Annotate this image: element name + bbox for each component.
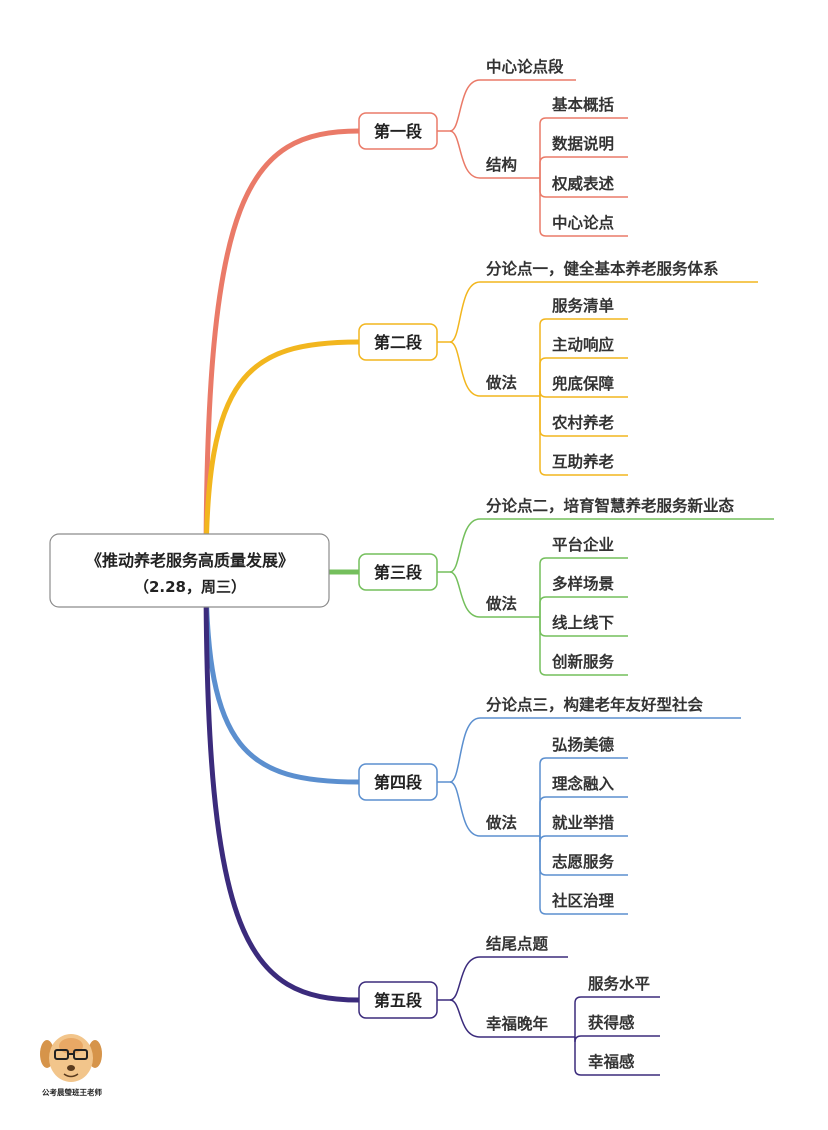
branch-3-item: 线上线下 bbox=[552, 613, 614, 632]
branch-connector-1 bbox=[203, 128, 362, 573]
branch-1-point: 中心论点段 bbox=[486, 57, 564, 76]
branch-2-item: 互助养老 bbox=[552, 452, 615, 471]
branch-2-item: 主动响应 bbox=[552, 335, 615, 354]
branch-4-item: 志愿服务 bbox=[552, 852, 615, 871]
branch-label-5: 第五段 bbox=[374, 991, 423, 1010]
root-subtitle: （2.28，周三） bbox=[134, 578, 246, 596]
watermark: 公考晨瑩班王老师 bbox=[40, 1034, 102, 1097]
branch-connector-2 bbox=[203, 339, 362, 573]
branch-1-item: 中心论点 bbox=[552, 213, 615, 232]
branch-node-2: 第二段 bbox=[358, 323, 438, 361]
branch-node-5: 第五段 bbox=[358, 981, 438, 1019]
watermark-text: 公考晨瑩班王老师 bbox=[42, 1087, 102, 1097]
branch-1-item: 权威表述 bbox=[551, 174, 615, 193]
root-node: 《推动养老服务高质量发展》 （2.28，周三） bbox=[49, 533, 330, 608]
branch-node-1: 第一段 bbox=[358, 112, 438, 150]
branch-3-group: 做法 bbox=[485, 594, 517, 613]
branch-label-1: 第一段 bbox=[374, 122, 423, 141]
cartoon-dog-with-glasses-icon bbox=[40, 1034, 102, 1082]
branch-5-item: 获得感 bbox=[588, 1013, 635, 1032]
branch-1-item: 数据说明 bbox=[552, 134, 614, 153]
branch-4-item: 理念融入 bbox=[552, 774, 615, 793]
branch-label-2: 第二段 bbox=[374, 333, 423, 352]
branch-3-item: 平台企业 bbox=[552, 535, 614, 554]
branch-1-item: 基本概括 bbox=[551, 95, 615, 114]
branch-5-group: 幸福晚年 bbox=[486, 1014, 549, 1033]
branch-label-4: 第四段 bbox=[374, 773, 423, 792]
branch-2-item: 服务清单 bbox=[552, 296, 615, 315]
branch-2-item: 兜底保障 bbox=[552, 374, 615, 393]
branch-3-point: 分论点二，培育智慧养老服务新业态 bbox=[486, 496, 735, 515]
branch-node-4: 第四段 bbox=[358, 763, 438, 801]
branch-3-item: 多样场景 bbox=[552, 574, 614, 593]
branch-5-item: 服务水平 bbox=[588, 974, 651, 993]
branch-4-group: 做法 bbox=[485, 813, 517, 832]
root-title: 《推动养老服务高质量发展》 bbox=[86, 551, 294, 570]
branch-2-group: 做法 bbox=[485, 373, 517, 392]
branch-label-3: 第三段 bbox=[374, 563, 423, 582]
branch-5-point: 结尾点题 bbox=[485, 934, 549, 953]
branch-2-item: 农村养老 bbox=[551, 413, 615, 432]
branch-5-item: 幸福感 bbox=[588, 1052, 635, 1071]
branch-4-item: 就业举措 bbox=[552, 813, 615, 832]
branch-4-item: 弘扬美德 bbox=[552, 735, 615, 754]
branch-3-item: 创新服务 bbox=[551, 652, 615, 671]
branch-2-point: 分论点一，健全基本养老服务体系 bbox=[486, 259, 719, 278]
branch-1-group: 结构 bbox=[485, 155, 517, 174]
connectors bbox=[203, 79, 774, 1076]
branch-4-item: 社区治理 bbox=[551, 891, 615, 910]
branch-connector-5 bbox=[203, 567, 362, 1003]
branch-4-point: 分论点三，构建老年友好型社会 bbox=[486, 695, 704, 714]
branch-node-3: 第三段 bbox=[358, 553, 438, 591]
